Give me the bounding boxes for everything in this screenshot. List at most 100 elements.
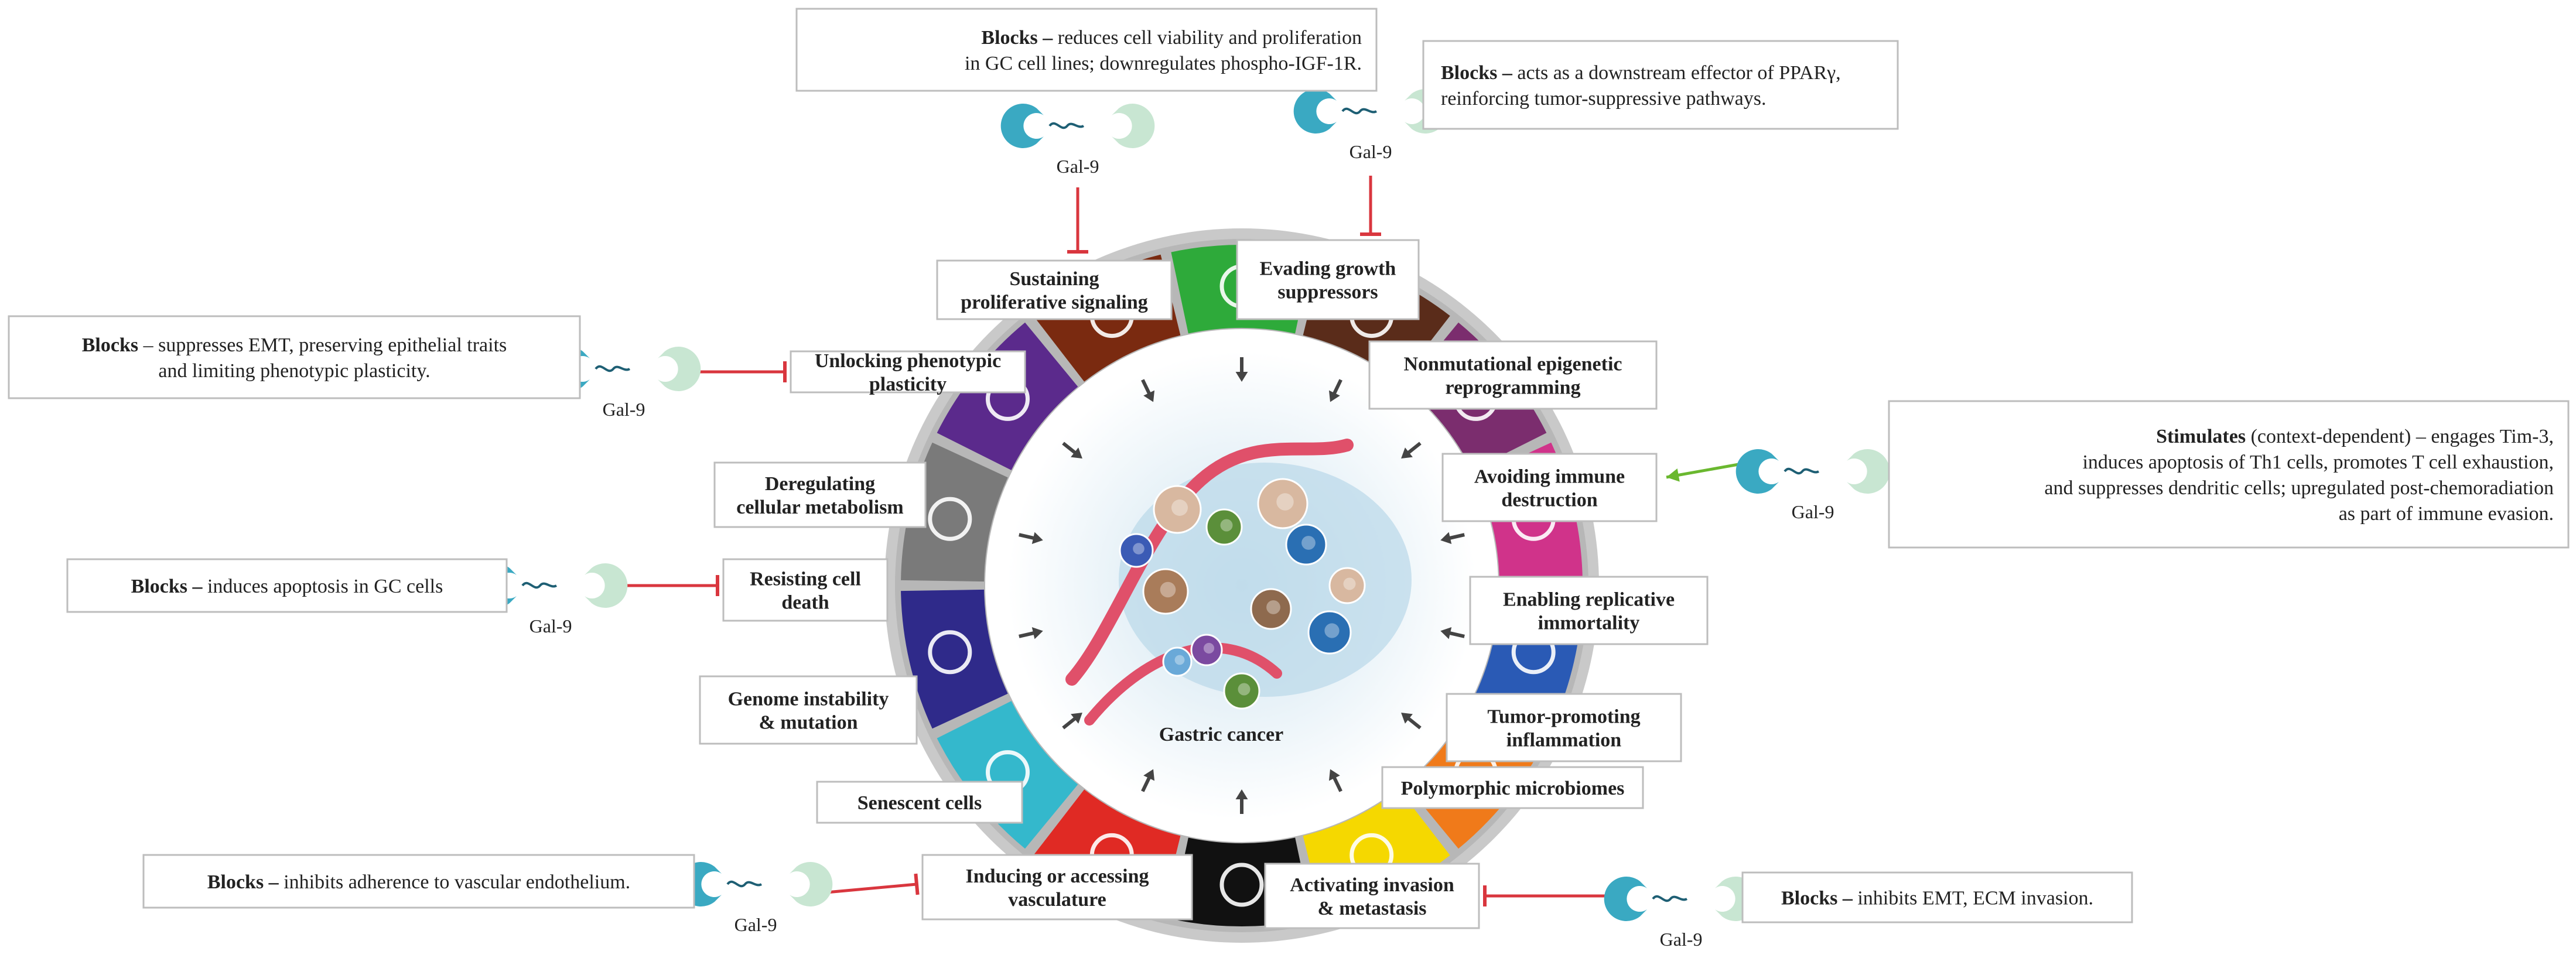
inner-arrow-head <box>1143 390 1155 402</box>
effect-text-immune: induces apoptosis of Th1 cells, promotes… <box>2082 451 2554 473</box>
hallmark-label-invasion: Activating invasion <box>1290 874 1454 896</box>
gal9-icon: Gal-9 <box>1735 449 1890 522</box>
hallmark-box-plasticity <box>790 350 1026 394</box>
effect-text-immune: as part of immune evasion. <box>2339 503 2554 525</box>
gal9-label: Gal-9 <box>1350 141 1392 162</box>
effect-text-invasion: Blocks – inhibits EMT, ECM invasion. <box>1781 888 2093 909</box>
hallmark-label-vasculature: vasculature <box>1008 889 1106 911</box>
tumor-cell-nucleus <box>1220 519 1233 532</box>
gal9-icon: Gal-9 <box>1000 104 1155 177</box>
effect-description: inhibits EMT, ECM invasion. <box>1857 888 2093 909</box>
effect-box-invasion <box>1741 871 2133 923</box>
gal9-icon: Gal-9 <box>678 862 833 935</box>
gal9-label: Gal-9 <box>734 914 777 935</box>
effect-description: – suppresses EMT, preserving epithelial … <box>143 334 507 356</box>
segment-cell_death <box>901 442 1008 582</box>
gal9-blue-domain <box>1000 104 1044 149</box>
effect-box-immune <box>1888 400 2570 549</box>
effect-keyword: Blocks – <box>207 871 283 893</box>
hallmark-box-invasion <box>1264 863 1480 929</box>
effect-text-vasculature: Blocks – inhibits adherence to vascular … <box>207 871 630 893</box>
hallmark-label-cell_death: Resisting cell <box>750 569 861 590</box>
tumor-cell <box>1153 485 1202 534</box>
gal9-linker <box>1652 895 1688 902</box>
gal9-green-domain <box>1847 449 1890 494</box>
inner-arrow-head <box>1440 532 1452 544</box>
hallmark-label-inflammation: Tumor-promoting <box>1487 706 1640 728</box>
hallmark-label-plasticity: Unlocking phenotypic <box>815 350 1001 372</box>
hallmark-label-sustaining: Sustaining <box>1009 268 1099 290</box>
hallmark-label-genome: & mutation <box>759 712 857 734</box>
center-label: Gastric cancer <box>1159 724 1283 745</box>
hallmark-label-microbiomes: Polymorphic microbiomes <box>1401 778 1625 799</box>
effect-description: in GC cell lines; downregulates phospho-… <box>965 53 1362 74</box>
effect-keyword: Blocks – <box>1781 888 1857 909</box>
hallmark-label-senescent: Senescent cells <box>857 792 982 814</box>
satellite-cell-icon-glyph <box>1219 863 1264 907</box>
gal9-linker <box>521 581 558 589</box>
cross-icon-glyph <box>928 497 972 541</box>
effect-text-evading: Blocks – acts as a downstream effector o… <box>1441 62 1841 84</box>
gal9-label: Gal-9 <box>1660 929 1703 950</box>
effect-description: inhibits adherence to vascular endotheli… <box>283 871 630 893</box>
gal9-label: Gal-9 <box>529 615 572 637</box>
hallmark-label-epigenetic: Nonmutational epigenetic <box>1403 354 1622 375</box>
effect-text-immune: and suppresses dendritic cells; upregula… <box>2044 477 2554 499</box>
effect-text-immune: Stimulates (context-dependent) – engages… <box>2156 426 2554 447</box>
tumor-cell-nucleus <box>1160 581 1176 598</box>
tumor-illustration <box>1065 439 1412 726</box>
effect-box-cell_death <box>66 558 508 613</box>
satellite-cell-icon <box>1219 863 1264 907</box>
hallmark-label-invasion: & metastasis <box>1317 898 1426 919</box>
gal9-green-domain <box>658 347 701 391</box>
tumor-cell <box>1119 533 1154 568</box>
connector-vasculature <box>819 882 917 895</box>
hallmark-box-sustaining <box>936 259 1173 320</box>
tumor-cell <box>1250 588 1292 630</box>
tumor-cell <box>1142 568 1189 615</box>
effect-text-plasticity: and limiting phenotypic plasticity. <box>158 360 430 382</box>
effect-boxes: Blocks – reduces cell viability and prol… <box>8 8 2570 923</box>
hallmark-label-genome: Genome instability <box>728 689 889 710</box>
tumor-cell-nucleus <box>1343 577 1356 590</box>
effect-box-vasculature <box>142 854 695 909</box>
gal9-green-domain <box>585 563 628 608</box>
inhibit-bar <box>914 873 920 895</box>
inner-arrows <box>1019 357 1465 814</box>
effect-box-evading <box>1422 40 1899 130</box>
cross-icon <box>928 497 972 541</box>
gal9-label: Gal-9 <box>1057 156 1099 177</box>
hallmark-label-sustaining: proliferative signaling <box>961 292 1148 313</box>
tumor-cell <box>1307 610 1352 655</box>
connector-immune <box>1666 461 1749 479</box>
hallmark-box-senescent <box>816 781 1023 824</box>
hallmark-box-vasculature <box>921 854 1193 921</box>
segment-metabolism <box>937 322 1078 470</box>
hallmark-label-immortality: immortality <box>1538 613 1640 634</box>
tumor-cell <box>1257 478 1309 529</box>
tumor-cell-nucleus <box>1301 536 1316 550</box>
gal9-label: Gal-9 <box>603 399 645 420</box>
inner-arrow-head <box>1328 769 1340 781</box>
gal9-blue-domain <box>1293 89 1337 134</box>
effect-description: induces apoptosis in GC cells <box>207 576 443 597</box>
hallmark-label-metabolism: Deregulating <box>765 473 875 495</box>
hallmark-box-evading <box>1236 239 1420 320</box>
gal9-blue-domain <box>1735 449 1779 494</box>
inner-arrow-head <box>1031 627 1043 639</box>
hallmark-label-inflammation: inflammation <box>1506 730 1622 751</box>
hallmark-label-cell_death: death <box>781 592 829 614</box>
hallmark-box-cell_death <box>722 558 889 622</box>
inner-arrow-head <box>1328 390 1340 402</box>
inner-arrow-head <box>1440 627 1452 639</box>
hallmark-box-inflammation <box>1446 693 1682 762</box>
tumor-cell-nucleus <box>1324 623 1340 638</box>
effect-keyword: Stimulates <box>2156 426 2251 447</box>
inner-arrow-head <box>1235 789 1248 800</box>
gal9-linker <box>1784 467 1820 475</box>
effect-description: induces apoptosis of Th1 cells, promotes… <box>2082 451 2554 473</box>
hallmark-label-immune: Avoiding immune <box>1474 466 1625 488</box>
tumor-cell <box>1285 524 1327 566</box>
